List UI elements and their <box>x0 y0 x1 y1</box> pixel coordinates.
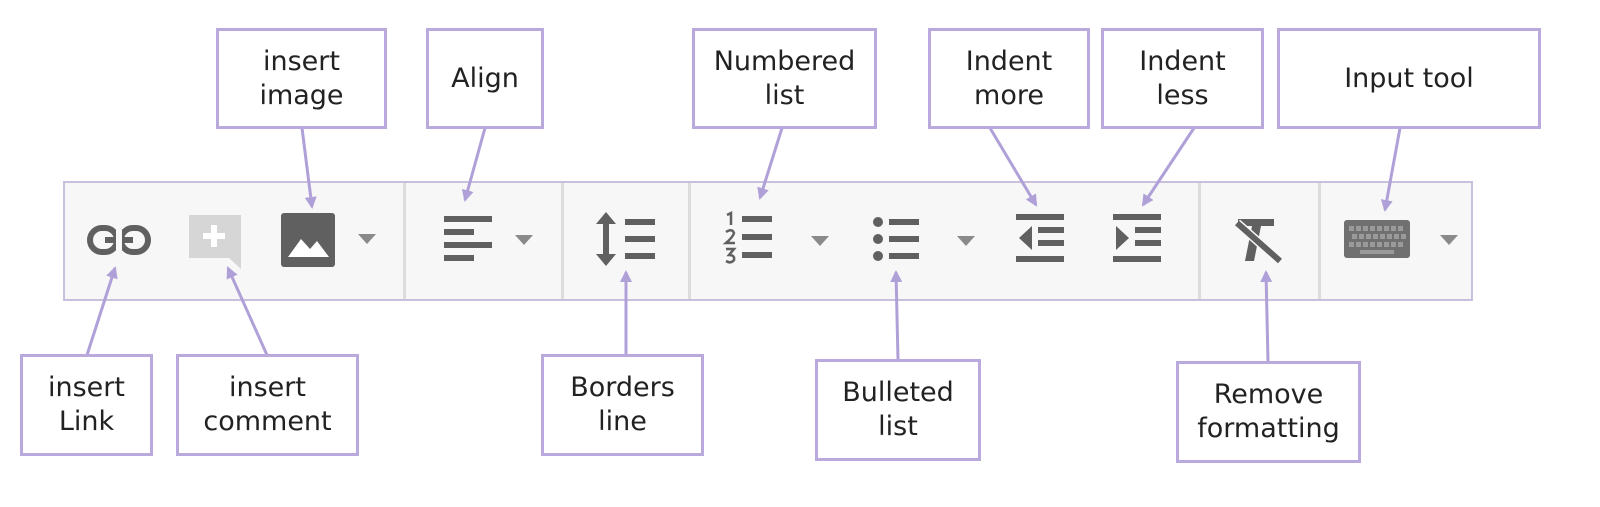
callout-borders-line: Borders line <box>541 354 704 456</box>
align-dropdown-caret[interactable] <box>515 235 533 245</box>
toolbar-separator <box>1198 183 1201 299</box>
callout-numbered-list: Numbered list <box>692 28 877 129</box>
bulleted-list-dropdown-caret[interactable] <box>957 236 975 246</box>
arrow-bulleted-list <box>890 270 903 361</box>
arrow-remove-formatting <box>1260 270 1273 363</box>
toolbar-separator <box>688 183 691 299</box>
callout-insert-comment: insert comment <box>176 354 359 456</box>
align-left-icon[interactable] <box>444 214 494 264</box>
arrow-insert-link <box>85 266 118 356</box>
line-spacing-icon[interactable] <box>595 210 657 268</box>
arrow-indent-more <box>988 127 1038 207</box>
toolbar-separator <box>1318 183 1321 299</box>
callout-indent-more: Indent more <box>928 28 1090 129</box>
indent-increase-icon[interactable] <box>1113 212 1163 266</box>
arrow-align <box>461 127 487 202</box>
arrow-insert-image <box>300 127 317 209</box>
arrow-input-tool <box>1380 127 1402 212</box>
toolbar-separator <box>561 183 564 299</box>
numbered-list-dropdown-caret[interactable] <box>811 236 829 246</box>
image-icon[interactable] <box>281 213 337 267</box>
input-tool-dropdown-caret[interactable] <box>1440 235 1458 245</box>
callout-insert-link: insert Link <box>20 354 153 456</box>
link-icon[interactable] <box>87 222 151 258</box>
arrow-numbered-list <box>757 127 784 200</box>
arrow-indent-less <box>1141 127 1196 207</box>
callout-insert-image: insert image <box>216 28 387 129</box>
callout-input-tool: Input tool <box>1277 28 1541 129</box>
image-dropdown-caret[interactable] <box>358 234 376 244</box>
add-comment-icon[interactable] <box>187 213 247 273</box>
keyboard-icon[interactable] <box>1344 220 1412 260</box>
clear-formatting-icon[interactable] <box>1234 217 1284 265</box>
bulleted-list-icon[interactable] <box>873 214 921 264</box>
arrow-insert-comment <box>226 266 269 356</box>
callout-bulleted-list: Bulleted list <box>815 359 981 461</box>
callout-align: Align <box>426 28 544 129</box>
toolbar-separator <box>403 183 406 299</box>
callout-indent-less: Indent less <box>1101 28 1264 129</box>
indent-decrease-icon[interactable] <box>1016 212 1066 266</box>
numbered-list-icon[interactable] <box>722 210 774 264</box>
callout-remove-formatting: Remove formatting <box>1176 361 1361 463</box>
